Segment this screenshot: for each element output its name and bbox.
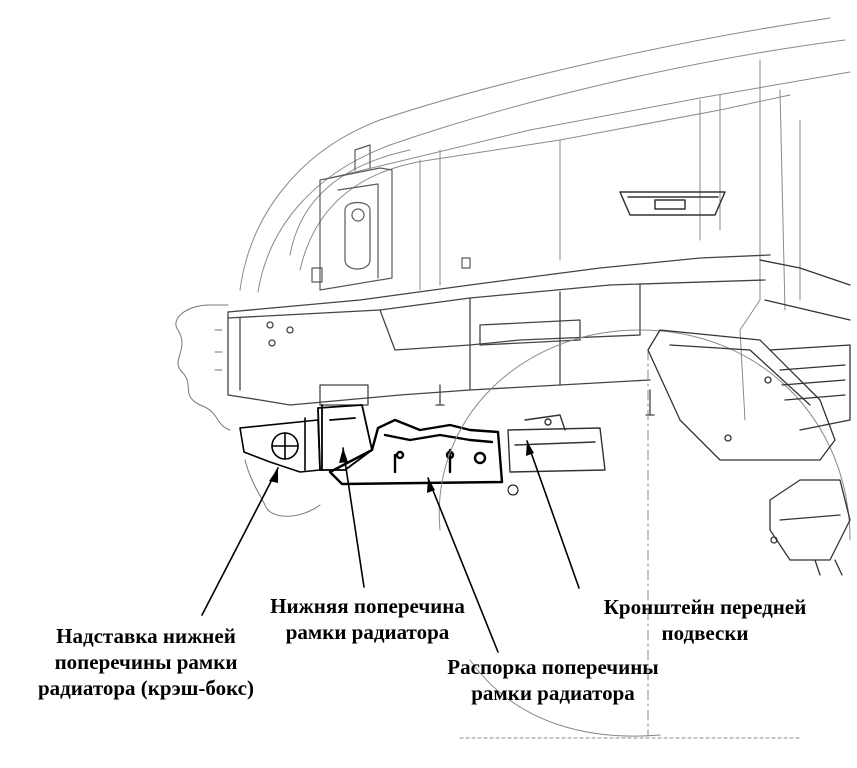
strut-shape (328, 418, 519, 496)
wheel-arc (438, 329, 851, 739)
label-crash-box-line-2: поперечины рамки (54, 650, 238, 674)
leader-lines (201, 440, 580, 653)
lower-crossmember-shape (317, 404, 373, 471)
leader-strut (427, 477, 499, 653)
label-bracket-line-1: Кронштейн передней (603, 595, 807, 619)
label-lower-crossmember: Нижняя поперечина рамки радиатора (250, 593, 485, 645)
label-crash-box-line-1: Надставка нижней (56, 624, 236, 648)
label-strut: Распорка поперечины рамки радиатора (428, 654, 678, 706)
body-outline (239, 17, 851, 421)
suspension-parts (647, 259, 851, 576)
upper-bracket (619, 191, 726, 216)
front-side-rail (227, 254, 771, 416)
bumper-outline (175, 304, 321, 517)
label-crash-box-line-3: радиатора (крэш-бокс) (37, 676, 254, 700)
leader-arrowheads (269, 441, 534, 493)
label-bracket-line-2: подвески (661, 621, 749, 645)
leader-crash-box (201, 467, 279, 616)
strut-tower (311, 144, 471, 291)
label-strut-line-2: рамки радиатора (471, 681, 635, 705)
suspension-bracket-shape (507, 414, 606, 473)
label-lower-crossmember-line-2: рамки радиатора (285, 620, 450, 644)
leader-lower-crossmember (342, 447, 365, 588)
label-crash-box: Надставка нижней поперечины рамки радиат… (0, 623, 292, 701)
label-strut-line-1: Распорка поперечины (447, 655, 659, 679)
label-lower-crossmember-line-1: Нижняя поперечина (270, 594, 465, 618)
leader-bracket (526, 440, 580, 589)
crash-box-shape (239, 417, 321, 473)
label-bracket: Кронштейн передней подвески (585, 594, 825, 646)
